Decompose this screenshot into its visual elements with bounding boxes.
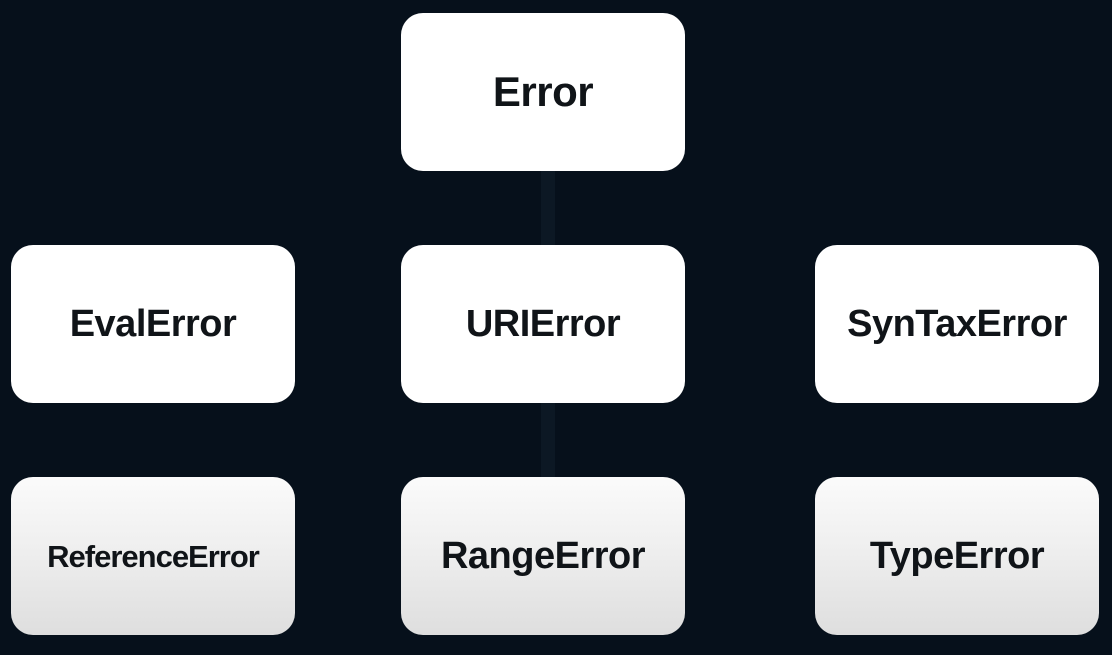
node-syntax-error-label: SynTaxError: [847, 303, 1067, 345]
node-type-error: TypeError: [815, 477, 1099, 635]
node-error-label: Error: [492, 68, 594, 115]
node-eval-error-label: EvalError: [69, 303, 237, 345]
node-uri-error-label: URIError: [465, 303, 621, 345]
node-range-error: RangeError: [401, 477, 685, 635]
node-syntax-error: SynTaxError: [815, 245, 1099, 403]
node-error: Error: [401, 13, 685, 171]
node-reference-error: ReferenceError: [11, 477, 295, 635]
node-type-error-label: TypeError: [869, 535, 1045, 577]
connector-line: [541, 403, 555, 477]
node-reference-error-label: ReferenceError: [47, 538, 260, 574]
node-uri-error: URIError: [401, 245, 685, 403]
node-eval-error: EvalError: [11, 245, 295, 403]
node-range-error-label: RangeError: [440, 535, 646, 577]
connector-line: [541, 171, 555, 245]
